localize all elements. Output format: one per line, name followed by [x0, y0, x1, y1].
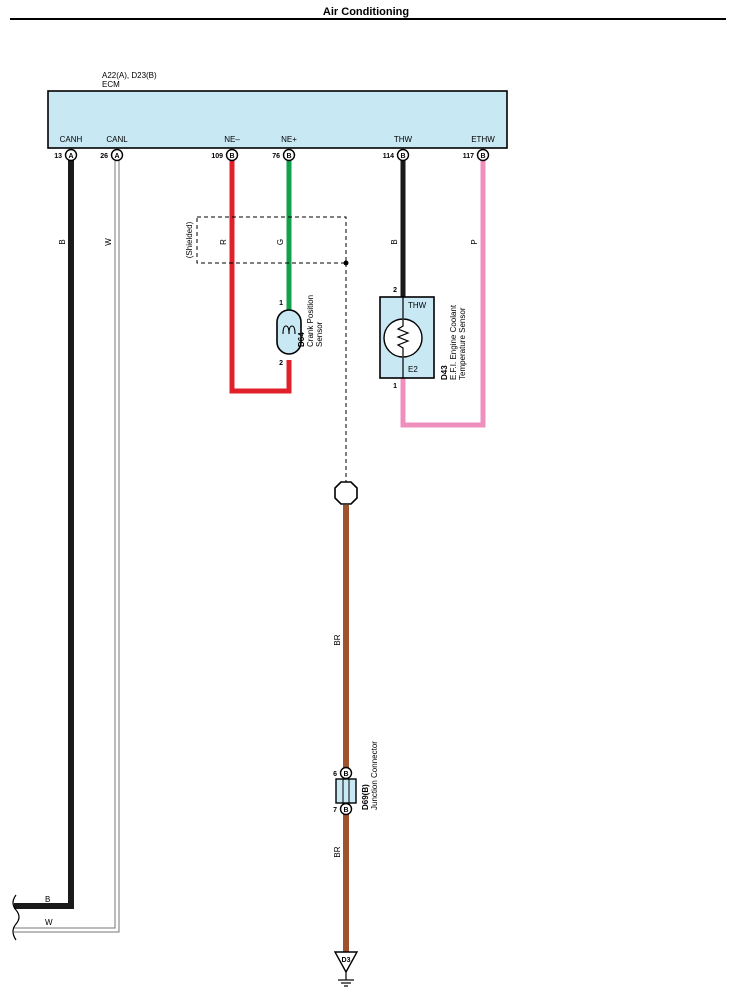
ecm-name: ECM	[102, 80, 120, 89]
wire-canl-outline	[14, 155, 120, 933]
ecm-pin-number: 76	[272, 153, 280, 160]
ecm-pin-canl: 26 A	[100, 148, 124, 162]
shield-junction-dot	[343, 260, 349, 266]
ground-label: D3	[342, 957, 351, 964]
ecm-terminal-canh: CANH	[60, 135, 83, 144]
connector-circle	[225, 148, 239, 162]
ecm-pin-ne-minus: 109 B	[211, 148, 239, 162]
wire-label-thw: B	[390, 239, 399, 244]
ecm-pin-number: 109	[211, 153, 223, 160]
wire-canh	[14, 155, 74, 909]
ecm-terminal-thw: THW	[394, 135, 413, 144]
wire-label-ne-plus: G	[276, 239, 285, 245]
resistor-icon	[396, 320, 410, 356]
shield-label: (Shielded)	[185, 221, 194, 258]
wire-canl	[14, 155, 119, 932]
ecm-box	[47, 90, 508, 149]
wire-ne-minus	[229, 158, 292, 394]
ecm-terminal-ne-plus: NE+	[281, 135, 297, 144]
junction-pin-bottom: 7	[333, 807, 337, 814]
coil-icon	[282, 325, 296, 335]
crank-pin-bottom: 2	[279, 360, 283, 367]
ecm-pin-number: 117	[463, 153, 474, 160]
wire-label-canl: W	[104, 238, 113, 246]
ecm-terminal-ne-minus: NE–	[224, 135, 240, 144]
connector-circle	[110, 148, 124, 162]
crank-pin-top: 1	[279, 300, 283, 307]
coolant-term-top: THW	[408, 301, 427, 310]
coolant-sensor-name-2: Temperature Sensor	[458, 307, 467, 380]
wire-label-ethw: P	[470, 239, 479, 244]
junction-id: D69(B)	[361, 784, 370, 810]
wire-label-ground-lower: BR	[333, 846, 342, 857]
ecm-pin-number: 26	[100, 153, 108, 160]
crank-sensor-name-2: Sensor	[315, 321, 324, 347]
ecm-pin-canh: 13 A	[54, 148, 78, 162]
wire-label-bottom-w: W	[45, 918, 53, 927]
ecm-terminal-ethw: ETHW	[471, 135, 495, 144]
ecm-pin-ethw: 117 B	[463, 148, 490, 162]
ecm-conn-letter: B	[480, 153, 485, 160]
connector-circle	[396, 148, 410, 162]
junction-conn-letter-top: B	[343, 771, 348, 778]
junction-name: Junction Connector	[370, 741, 379, 810]
ecm-pin-number: 114	[383, 153, 394, 160]
ground-point: D3	[333, 951, 359, 987]
wire-ethw	[400, 158, 486, 428]
ecm-terminal-canl: CANL	[106, 135, 128, 144]
crank-sensor-id: D64	[297, 332, 306, 347]
connector-circle	[339, 766, 353, 780]
junction-body	[335, 778, 357, 804]
page-title: Air Conditioning	[323, 6, 409, 18]
coolant-term-bottom: E2	[408, 365, 418, 374]
crank-position-sensor: 1 2 D64 Crank Position Sensor	[276, 295, 324, 367]
ecm-pin-ne-plus: 76 B	[272, 148, 296, 162]
ecm-conn-letter: A	[68, 153, 73, 160]
ecm-pin-number: 13	[54, 153, 62, 160]
wire-label-canh: B	[58, 239, 67, 244]
ecm-conn-letter: B	[400, 153, 405, 160]
junction-pin-top: 6	[333, 771, 337, 778]
coolant-pin-top: 2	[393, 287, 397, 294]
coolant-sensor-name-1: E.F.I. Engine Coolant	[449, 304, 458, 380]
ecm-connector-ids: A22(A), D23(B)	[102, 71, 157, 80]
junction-conn-letter-bottom: B	[343, 807, 348, 814]
ecm-conn-letter: A	[114, 153, 119, 160]
coolant-temperature-sensor: THW E2 2 1 D43 E.F.I. Engine Coolant Tem…	[379, 287, 467, 390]
ecm-conn-letter: B	[229, 153, 234, 160]
ecm-pin-thw: 114 B	[383, 148, 410, 162]
connector-circle	[476, 148, 490, 162]
connector-circle	[64, 148, 78, 162]
junction-connector: B B 6 7 D69(B) Junction Connector	[333, 741, 379, 816]
connector-circle	[282, 148, 296, 162]
shield-box	[196, 216, 347, 264]
ecm-conn-letter: B	[286, 153, 291, 160]
wire-label-bottom-b: B	[45, 895, 50, 904]
crank-sensor-name-1: Crank Position	[306, 295, 315, 347]
coolant-pin-bottom: 1	[393, 383, 397, 390]
coolant-sensor-id: D43	[440, 365, 449, 380]
thermistor-icon	[383, 318, 423, 358]
wire-label-ne-minus: R	[219, 239, 228, 245]
wire-break-mark	[12, 894, 20, 941]
wire-label-ground-upper: BR	[333, 634, 342, 645]
ground-triangle	[333, 951, 359, 974]
shield-ground-connector	[334, 481, 358, 505]
connector-circle	[339, 802, 353, 816]
